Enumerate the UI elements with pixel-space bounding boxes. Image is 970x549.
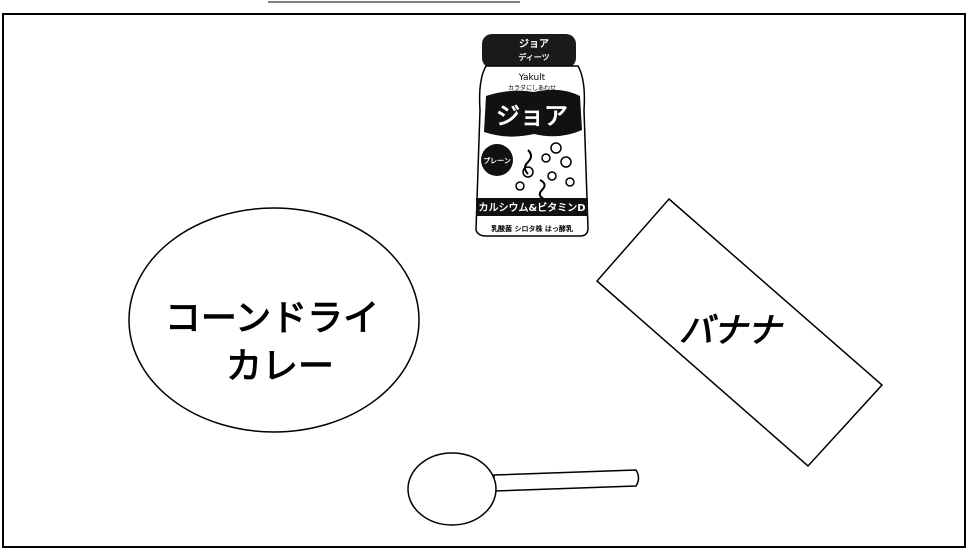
bottle-brand-sub: ディーツ <box>518 52 549 62</box>
bottle-logo-blob <box>484 89 582 137</box>
bottle-cap <box>482 34 576 68</box>
banana-tray: バナナ <box>595 197 884 468</box>
bottle-flavor-text: プレーン <box>483 156 511 165</box>
bottle-band-text: カルシウム&ビタミンD <box>478 201 585 214</box>
bottle-flavor-badge <box>481 144 513 176</box>
bottle-brand-top: ジョア <box>519 38 549 50</box>
plate-outline <box>128 207 420 433</box>
bottle-bubble-decoration <box>515 142 575 201</box>
bottle-footer-text: 乳酸菌 シロタ株 はっ酵乳 <box>491 224 573 233</box>
bottle-band <box>476 198 588 216</box>
tray-outline <box>595 197 884 468</box>
plate-label-line2: カレー <box>226 346 334 387</box>
spoon <box>407 452 640 526</box>
plate-label-line1: コーンドライ <box>165 298 379 339</box>
spoon-bowl <box>407 452 497 526</box>
bottle-logo-text: ジョア <box>496 102 568 130</box>
bottle-maker-sub: カラダにしあわせ <box>508 84 556 92</box>
curry-plate: コーンドライ カレー <box>128 207 420 433</box>
tray-label: バナナ <box>679 311 784 351</box>
joie-bottle-image: ジョア ディーツ Yakult カラダにしあわせ ジョア プレーン カルシウム&… <box>475 34 589 237</box>
bottle-maker: Yakult <box>518 73 546 83</box>
spoon-handle <box>493 469 640 492</box>
